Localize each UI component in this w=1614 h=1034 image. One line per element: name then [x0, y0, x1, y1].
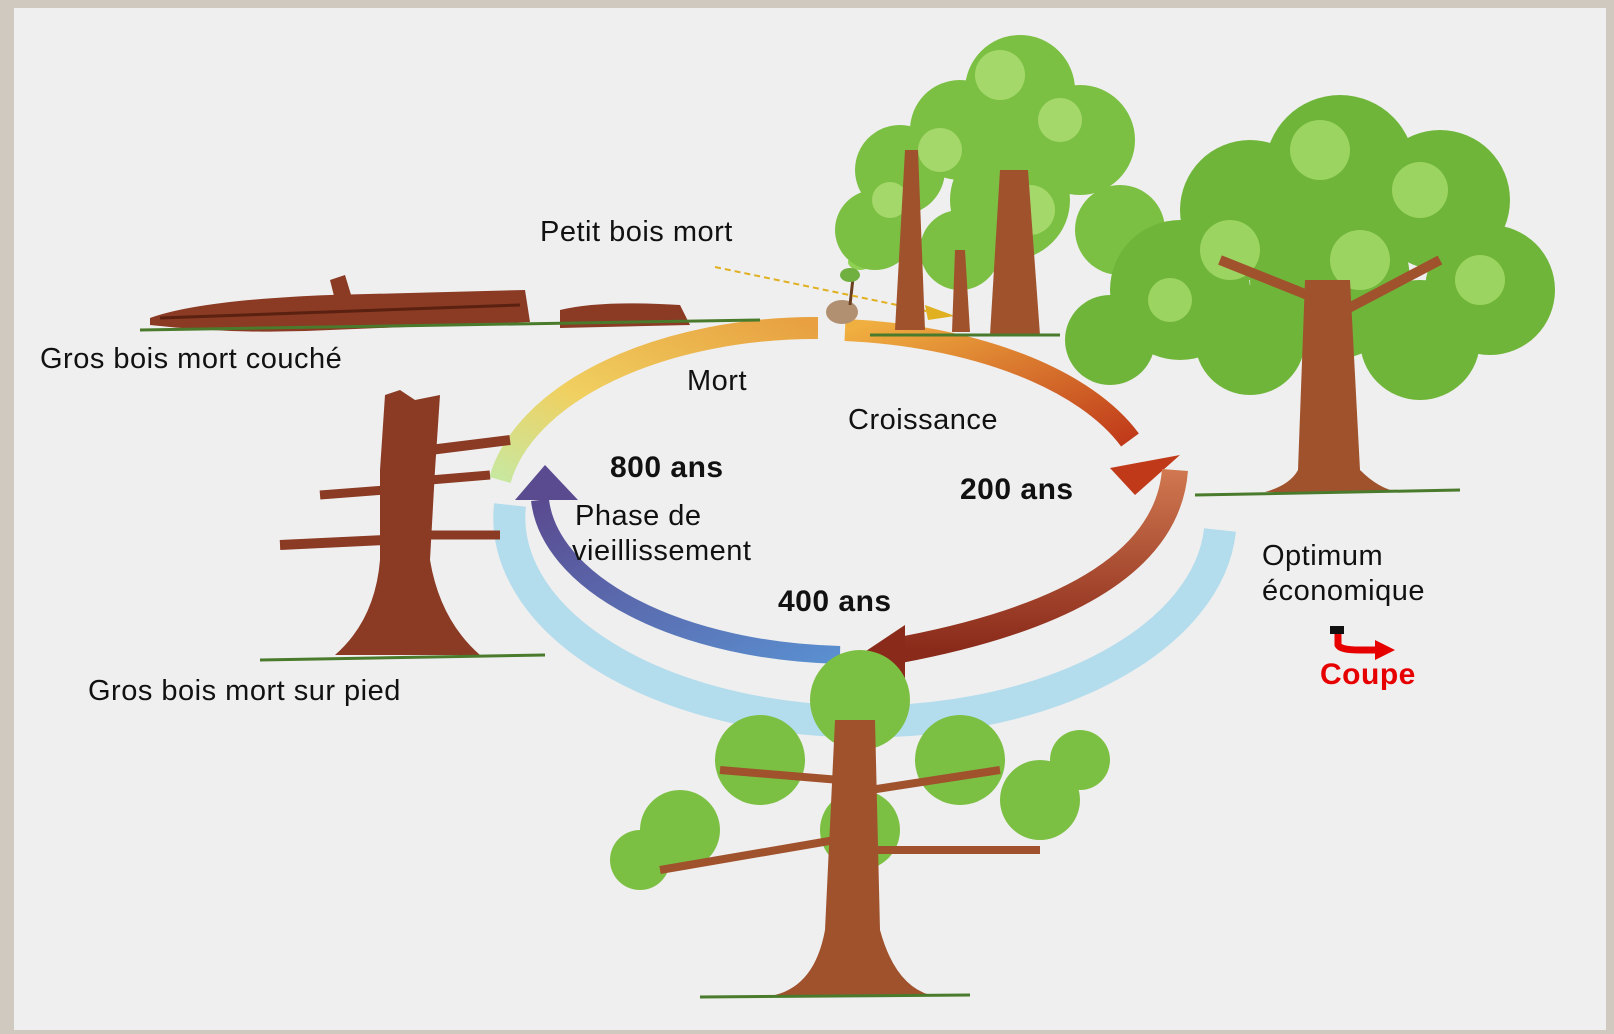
label-croissance: Croissance [848, 404, 998, 437]
label-800-ans: 800 ans [610, 451, 724, 485]
label-400-ans: 400 ans [778, 585, 892, 619]
label-gros-bois-mort-couche: Gros bois mort couché [40, 343, 342, 376]
label-mort: Mort [687, 365, 747, 398]
label-200-ans: 200 ans [960, 473, 1074, 507]
label-optimum: Optimum [1262, 540, 1383, 573]
label-gros-bois-mort-sur-pied: Gros bois mort sur pied [88, 675, 401, 708]
label-petit-bois-mort: Petit bois mort [540, 216, 733, 249]
label-coupe: Coupe [1320, 658, 1416, 692]
label-phase-de: Phase de [575, 500, 702, 533]
label-vieillissement: vieillissement [572, 535, 751, 568]
label-economique: économique [1262, 575, 1425, 608]
